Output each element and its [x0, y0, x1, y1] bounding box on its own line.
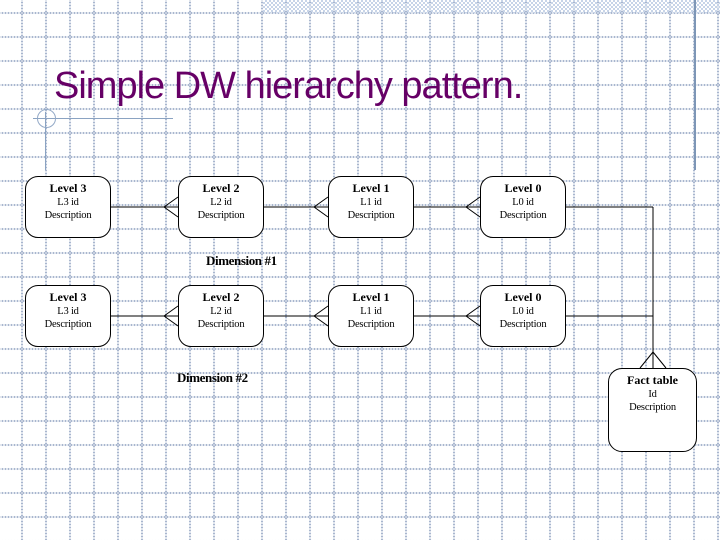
entity-dim2-level2: Level 2 L2 id Description — [178, 285, 264, 347]
entity-dim2-level3: Level 3 L3 id Description — [25, 285, 111, 347]
entity-desc-field: Description — [347, 319, 395, 330]
entity-id-field: L3 id — [57, 197, 79, 208]
entity-title: Level 3 — [49, 290, 87, 304]
fact-table-desc-field: Description — [629, 402, 676, 413]
entity-dim1-level3: Level 3 L3 id Description — [25, 176, 111, 238]
entity-desc-field: Description — [44, 319, 92, 330]
entity-title: Level 2 — [202, 290, 240, 304]
entity-id-field: L0 id — [512, 306, 534, 317]
entity-title: Level 1 — [352, 181, 390, 195]
title-underline — [33, 118, 173, 119]
entity-desc-field: Description — [44, 210, 92, 221]
fact-table-title: Fact table — [627, 373, 678, 387]
entity-dim2-level0: Level 0 L0 id Description — [480, 285, 566, 347]
entity-desc-field: Description — [499, 319, 547, 330]
entity-id-field: L1 id — [360, 306, 382, 317]
entity-id-field: L1 id — [360, 197, 382, 208]
dimension2-label: Dimension #2 — [177, 370, 248, 385]
entity-title: Level 1 — [352, 290, 390, 304]
entity-desc-field: Description — [499, 210, 547, 221]
title-accent-circle — [37, 109, 56, 128]
dimension1-label: Dimension #1 — [206, 253, 277, 268]
entity-id-field: L2 id — [210, 306, 232, 317]
entity-dim1-level0: Level 0 L0 id Description — [480, 176, 566, 238]
entity-desc-field: Description — [197, 210, 245, 221]
entity-id-field: L3 id — [57, 306, 79, 317]
right-accent-line — [694, 0, 696, 170]
entity-title: Level 0 — [504, 290, 542, 304]
entity-id-field: L2 id — [210, 197, 232, 208]
entity-desc-field: Description — [347, 210, 395, 221]
entity-id-field: L0 id — [512, 197, 534, 208]
page-title: Simple DW hierarchy pattern. — [54, 65, 523, 107]
entity-desc-field: Description — [197, 319, 245, 330]
entity-title: Level 3 — [49, 181, 87, 195]
top-hatch-band — [263, 0, 720, 13]
entity-dim1-level1: Level 1 L1 id Description — [328, 176, 414, 238]
fact-table-box: Fact table Id Description — [608, 368, 697, 452]
entity-dim2-level1: Level 1 L1 id Description — [328, 285, 414, 347]
fact-table-id-field: Id — [648, 389, 657, 400]
entity-title: Level 2 — [202, 181, 240, 195]
title-accent-vline — [45, 112, 46, 170]
entity-title: Level 0 — [504, 181, 542, 195]
entity-dim1-level2: Level 2 L2 id Description — [178, 176, 264, 238]
